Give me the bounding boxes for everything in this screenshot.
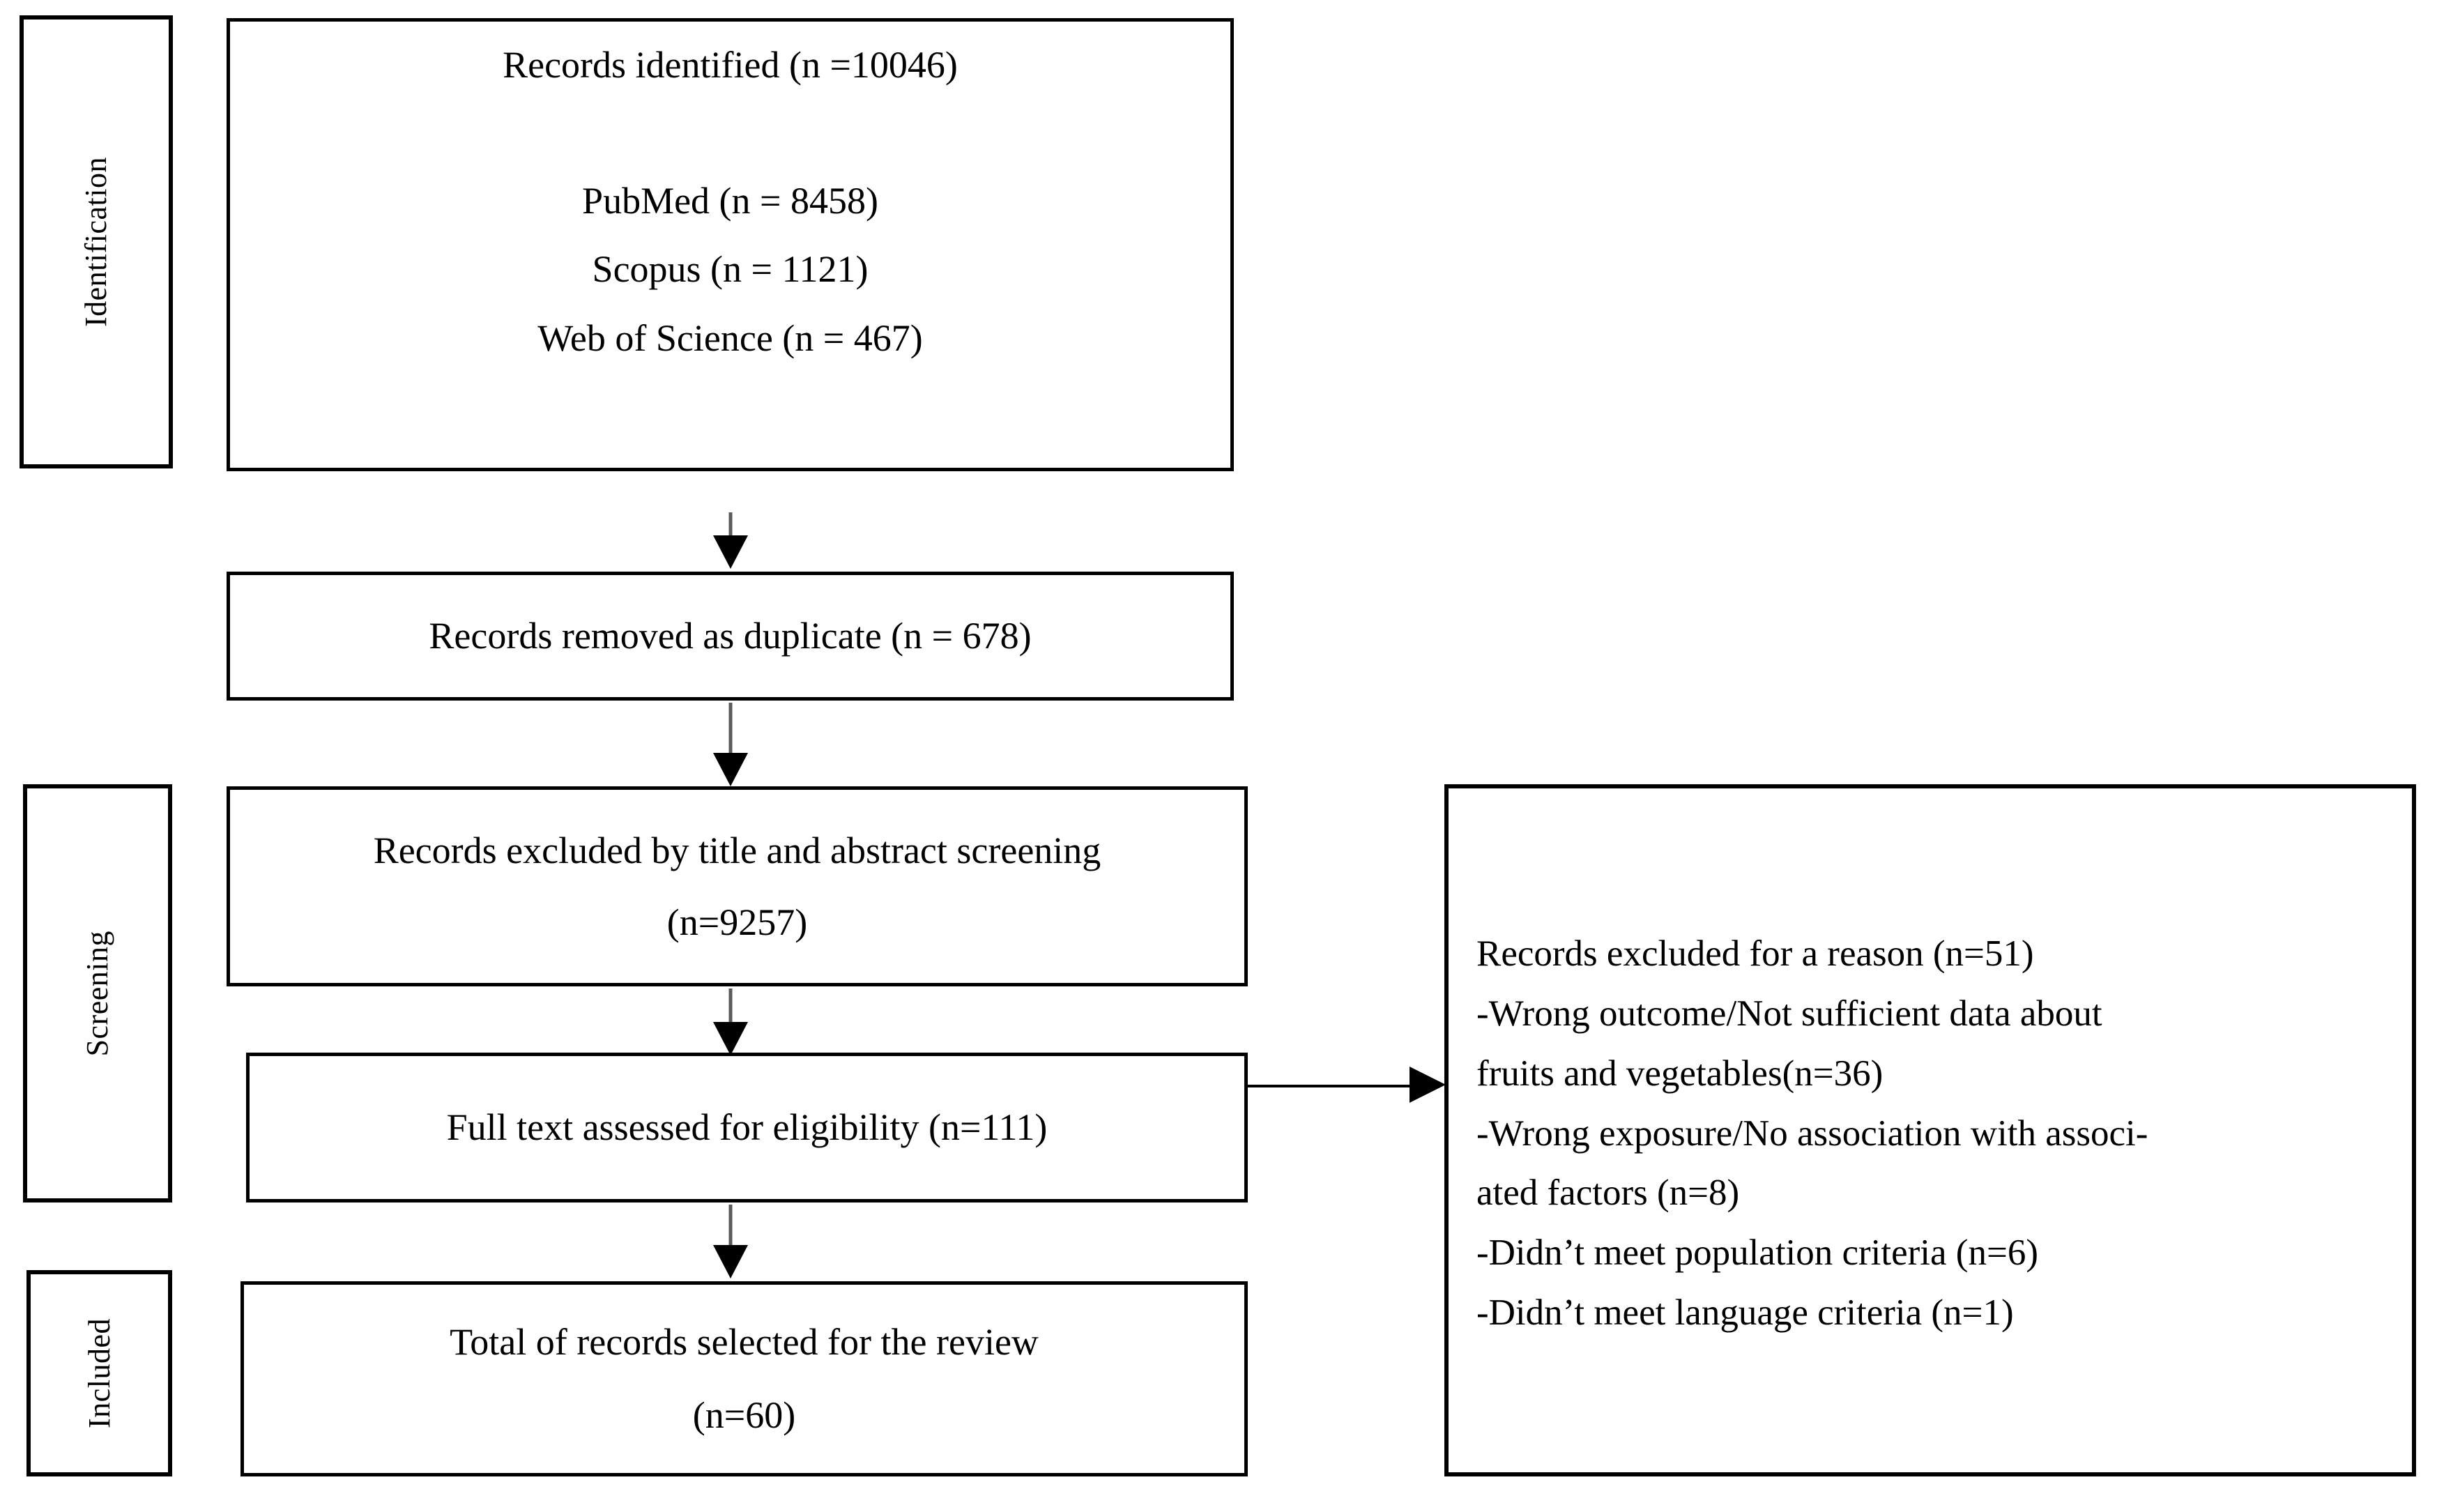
source-web-of-science: Web of Science (n = 467) [537, 317, 923, 360]
box-total-records-selected: Total of records selected for the review… [240, 1281, 1248, 1476]
box-records-removed-duplicate: Records removed as duplicate (n = 678) [227, 572, 1234, 701]
source-pubmed: PubMed (n = 8458) [582, 179, 878, 222]
full-text-assessed-text: Full text assessed for eligibility (n=11… [446, 1106, 1048, 1149]
box-records-excluded-for-reason: Records excluded for a reason (n=51) -Wr… [1444, 784, 2416, 1476]
stage-label-included-text: Included [82, 1318, 116, 1428]
total-records-selected-text: Total of records selected for the review [450, 1321, 1039, 1364]
excluded-reason-wrong-outcome-line1: -Wrong outcome/Not sufficient data about [1476, 993, 2102, 1034]
records-identified-spacer [230, 85, 1230, 171]
excluded-reason-heading: Records excluded for a reason (n=51) [1476, 933, 2034, 974]
excluded-reason-population-criteria: -Didn’t meet population criteria (n=6) [1476, 1232, 2038, 1274]
box-records-identified: Records identified (n =10046) PubMed (n … [227, 18, 1234, 471]
records-excluded-screening-text: Records excluded by title and abstract s… [373, 829, 1101, 871]
excluded-reason-wrong-exposure-line1: -Wrong exposure/No association with asso… [1476, 1113, 2148, 1154]
total-records-selected-count: (n=60) [692, 1394, 796, 1436]
excluded-reason-language-criteria: -Didn’t meet language criteria (n=1) [1476, 1292, 2014, 1334]
stage-label-screening: Screening [23, 784, 172, 1202]
box-records-excluded-screening: Records excluded by title and abstract s… [227, 786, 1248, 986]
excluded-reason-wrong-exposure-line2: ated factors (n=8) [1476, 1173, 1740, 1214]
stage-label-identification-text: Identification [79, 156, 113, 327]
source-scopus: Scopus (n = 1121) [592, 248, 869, 291]
records-excluded-screening-count: (n=9257) [666, 901, 808, 943]
box-full-text-assessed: Full text assessed for eligibility (n=11… [246, 1053, 1248, 1202]
stage-label-included: Included [26, 1270, 172, 1476]
records-removed-duplicate-text: Records removed as duplicate (n = 678) [429, 615, 1032, 657]
excluded-reason-wrong-outcome-line2: fruits and vegetables(n=36) [1476, 1053, 1884, 1094]
records-identified-total: Records identified (n =10046) [503, 44, 958, 86]
stage-label-screening-text: Screening [80, 930, 114, 1057]
stage-label-identification: Identification [20, 15, 173, 468]
